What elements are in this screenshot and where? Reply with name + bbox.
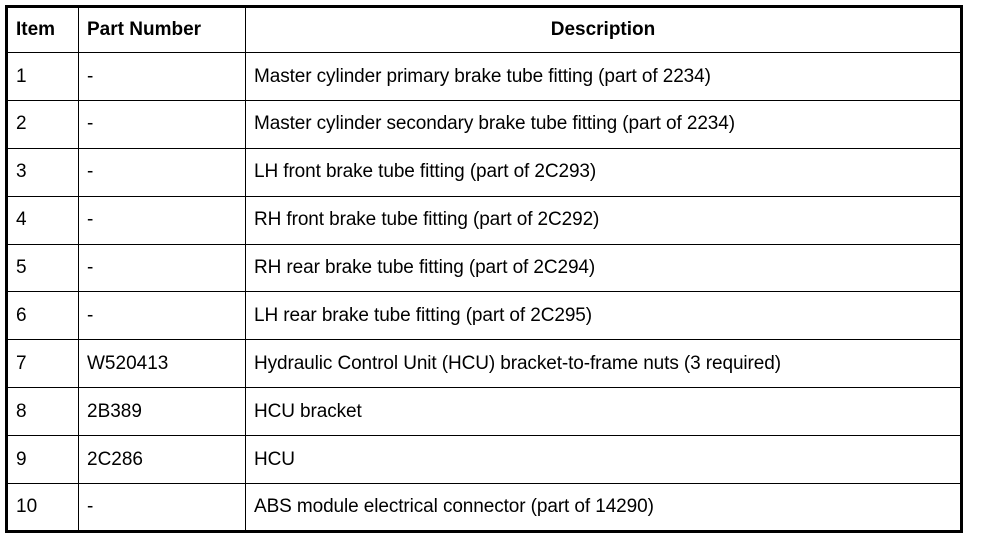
column-header-part-number: Part Number: [78, 6, 246, 53]
cell-item: 5: [6, 243, 79, 293]
table-row: 9 2C286 HCU: [6, 435, 962, 485]
cell-item: 2: [6, 99, 79, 149]
table-row: 1 - Master cylinder primary brake tube f…: [6, 52, 962, 101]
cell-part-number: -: [78, 52, 246, 101]
cell-item: 1: [6, 52, 79, 101]
table-header: Item Part Number Description: [6, 6, 962, 53]
cell-description: RH front brake tube fitting (part of 2C2…: [245, 195, 962, 245]
cell-part-number: 2B389: [78, 387, 246, 437]
table-row: 5 - RH rear brake tube fitting (part of …: [6, 243, 962, 293]
cell-description: ABS module electrical connector (part of…: [245, 483, 962, 532]
column-header-description: Description: [245, 6, 962, 53]
table-row: 7 W520413 Hydraulic Control Unit (HCU) b…: [6, 339, 962, 389]
parts-table: Item Part Number Description 1 - Master …: [5, 5, 963, 533]
table-body: 1 - Master cylinder primary brake tube f…: [6, 52, 962, 532]
cell-item: 6: [6, 291, 79, 341]
cell-item: 4: [6, 195, 79, 245]
cell-description: Master cylinder secondary brake tube fit…: [245, 99, 962, 149]
cell-part-number: -: [78, 483, 246, 532]
cell-item: 10: [6, 483, 79, 532]
cell-part-number: -: [78, 99, 246, 149]
cell-description: HCU: [245, 435, 962, 485]
table-row: 3 - LH front brake tube fitting (part of…: [6, 147, 962, 197]
table-row: 2 - Master cylinder secondary brake tube…: [6, 99, 962, 149]
table-header-row: Item Part Number Description: [6, 6, 962, 53]
cell-item: 3: [6, 147, 79, 197]
table-row: 10 - ABS module electrical connector (pa…: [6, 483, 962, 532]
column-header-item: Item: [6, 6, 79, 53]
cell-description: LH rear brake tube fitting (part of 2C29…: [245, 291, 962, 341]
cell-description: Hydraulic Control Unit (HCU) bracket-to-…: [245, 339, 962, 389]
cell-item: 7: [6, 339, 79, 389]
cell-item: 8: [6, 387, 79, 437]
table-row: 4 - RH front brake tube fitting (part of…: [6, 195, 962, 245]
cell-description: LH front brake tube fitting (part of 2C2…: [245, 147, 962, 197]
cell-part-number: -: [78, 147, 246, 197]
cell-description: HCU bracket: [245, 387, 962, 437]
cell-item: 9: [6, 435, 79, 485]
cell-part-number: -: [78, 291, 246, 341]
cell-description: Master cylinder primary brake tube fitti…: [245, 52, 962, 101]
cell-part-number: W520413: [78, 339, 246, 389]
cell-part-number: -: [78, 195, 246, 245]
cell-part-number: 2C286: [78, 435, 246, 485]
cell-description: RH rear brake tube fitting (part of 2C29…: [245, 243, 962, 293]
table-row: 8 2B389 HCU bracket: [6, 387, 962, 437]
table-row: 6 - LH rear brake tube fitting (part of …: [6, 291, 962, 341]
cell-part-number: -: [78, 243, 246, 293]
